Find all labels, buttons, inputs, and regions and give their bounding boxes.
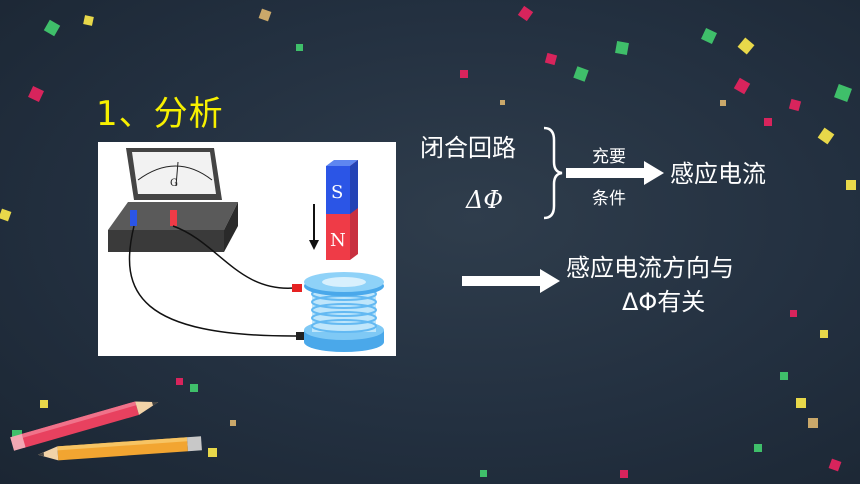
result-induced-current: 感应电流 — [670, 160, 766, 188]
arrow-label-top: 充要 — [592, 147, 626, 167]
galvanometer-magnet-coil-illustration: G S N — [108, 148, 384, 352]
condition-closed-circuit: 闭合回路 — [420, 134, 516, 162]
result-direction-line2: ΔΦ有关 — [622, 288, 706, 316]
magnet-s-label: S — [331, 182, 343, 203]
arrow-label-bottom: 条件 — [592, 189, 626, 209]
right-arrow-icon-2 — [462, 269, 560, 293]
pencils-decoration — [10, 401, 202, 461]
condition-flux-change: ΔΦ — [466, 186, 504, 214]
slide-title: 1、分析 — [96, 94, 224, 134]
experiment-diagram: G S N — [98, 142, 396, 356]
curly-brace-icon — [543, 126, 563, 220]
meter-label: G — [170, 178, 178, 189]
right-arrow-icon — [566, 161, 664, 185]
magnet-n-label: N — [330, 230, 346, 251]
result-direction-line1: 感应电流方向与 — [566, 254, 734, 282]
